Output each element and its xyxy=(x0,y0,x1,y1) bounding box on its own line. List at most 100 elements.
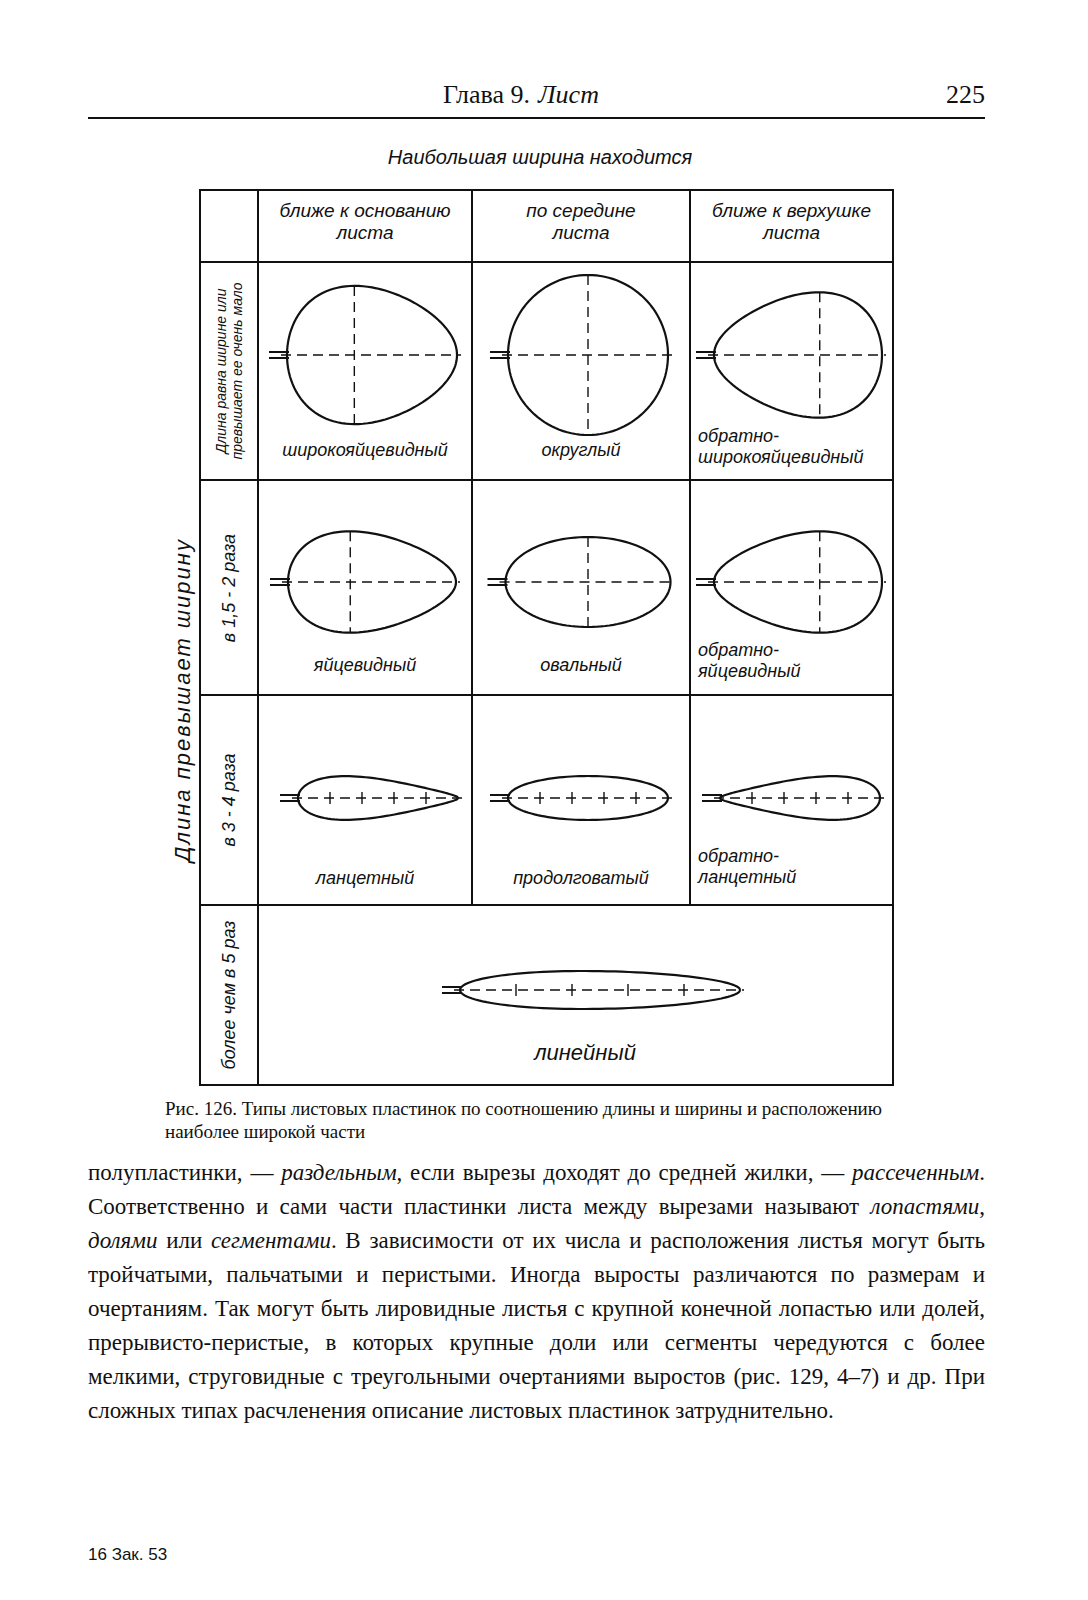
petiole xyxy=(488,578,508,580)
petiole xyxy=(280,800,300,802)
term: лопастями xyxy=(870,1194,979,1219)
petiole xyxy=(696,578,716,580)
width-tick xyxy=(425,792,426,804)
petiole xyxy=(270,584,290,586)
body-text: , если вырезы доходят до средней жилки, … xyxy=(397,1160,852,1185)
leaf-shape xyxy=(490,275,672,435)
leaf-shape xyxy=(702,776,884,820)
body-text: , xyxy=(979,1194,991,1219)
leaf-shape xyxy=(269,286,461,424)
width-axis xyxy=(587,537,588,627)
petiole xyxy=(490,351,510,353)
table-border xyxy=(200,190,893,1085)
term: рассеченным xyxy=(852,1160,979,1185)
width-tick xyxy=(571,792,572,804)
header-rule xyxy=(88,117,985,119)
table-line xyxy=(200,694,893,696)
width-tick xyxy=(847,792,848,804)
petiole xyxy=(442,992,462,994)
leaf-type-name: яйцевидный xyxy=(265,655,465,676)
table-heading: Наибольшая ширина находится xyxy=(290,146,790,169)
petiole xyxy=(490,794,510,796)
body-text: или xyxy=(157,1228,211,1253)
column-header: по середине листа xyxy=(511,200,651,244)
petiole xyxy=(696,357,716,359)
width-tick xyxy=(393,792,394,804)
leaf-type-name: ланцетный xyxy=(265,868,465,889)
table-line xyxy=(200,904,893,906)
width-tick xyxy=(815,792,816,804)
leaf-blade xyxy=(508,275,668,435)
width-axis xyxy=(819,292,820,417)
leaf-type-name: линейный xyxy=(485,1040,685,1065)
figure-caption: Рис. 126. Типы листовых пластинок по соо… xyxy=(165,1098,925,1144)
leaf-type-name: обратно-широкояйцевидный xyxy=(698,426,888,467)
length-axis xyxy=(502,797,672,798)
page-number: 225 xyxy=(880,80,985,110)
petiole xyxy=(269,351,289,353)
width-tick xyxy=(515,984,516,996)
print-mark: 16 Зак. 53 xyxy=(88,1545,288,1565)
leaf-shape xyxy=(442,971,744,1009)
body-text: . В зависимости от их числа и расположен… xyxy=(88,1228,991,1423)
petiole xyxy=(490,357,510,359)
width-axis xyxy=(354,286,355,424)
leaf-shape xyxy=(696,292,886,417)
length-axis xyxy=(714,797,884,798)
width-tick xyxy=(329,792,330,804)
width-tick xyxy=(603,792,604,804)
petiole xyxy=(442,986,462,988)
table-grid xyxy=(88,118,985,1085)
length-axis xyxy=(500,581,675,582)
leaf-type-name: овальный xyxy=(481,655,681,676)
length-axis xyxy=(454,989,744,990)
petiole xyxy=(488,584,508,586)
leaf-shape xyxy=(280,776,462,820)
table-line xyxy=(200,479,893,481)
petiole xyxy=(280,794,300,796)
leaf-type-name: обратно-яйцевидный xyxy=(698,640,818,681)
width-axis xyxy=(587,275,588,435)
length-axis xyxy=(292,797,462,798)
length-axis xyxy=(282,581,460,582)
term: раздельным xyxy=(281,1160,396,1185)
petiole xyxy=(490,800,510,802)
table-line xyxy=(257,190,259,1085)
leaf-type-name: продолговатый xyxy=(481,868,681,889)
leaf-shape xyxy=(488,537,675,627)
column-header: ближе к основанию листа xyxy=(268,200,462,244)
petiole xyxy=(269,357,289,359)
length-axis xyxy=(281,354,461,355)
row-header: в 3 - 4 раза xyxy=(219,700,240,900)
width-tick xyxy=(635,792,636,804)
leaf-shape xyxy=(490,776,672,820)
leaf-shape xyxy=(270,531,460,632)
running-head: Лист xyxy=(538,80,638,110)
body-paragraph: полупластинки, — раздельным, если вырезы… xyxy=(88,1156,985,1428)
running-head: Глава 9. xyxy=(380,80,530,110)
width-tick xyxy=(783,792,784,804)
width-tick xyxy=(361,792,362,804)
width-tick xyxy=(539,792,540,804)
petiole xyxy=(696,351,716,353)
length-axis xyxy=(502,354,672,355)
length-axis xyxy=(708,354,886,355)
leaf-type-name: обратно-ланцетный xyxy=(698,846,818,887)
leaf-type-name: широкояйцевидный xyxy=(265,440,465,461)
width-tick xyxy=(571,984,572,996)
table-line xyxy=(471,190,473,905)
term: долями xyxy=(88,1228,157,1253)
leaf-shape xyxy=(696,531,886,632)
column-header: ближе к верхушке листа xyxy=(700,200,883,244)
table-line xyxy=(689,190,691,905)
leaf-type-name: округлый xyxy=(481,440,681,461)
table-line xyxy=(200,261,893,263)
width-axis xyxy=(350,531,351,632)
term: сегментами xyxy=(211,1228,331,1253)
petiole xyxy=(696,584,716,586)
length-axis xyxy=(708,581,886,582)
row-header: в 1,5 - 2 раза xyxy=(219,488,240,688)
petiole xyxy=(270,578,290,580)
leaf-outlines xyxy=(269,275,886,1009)
